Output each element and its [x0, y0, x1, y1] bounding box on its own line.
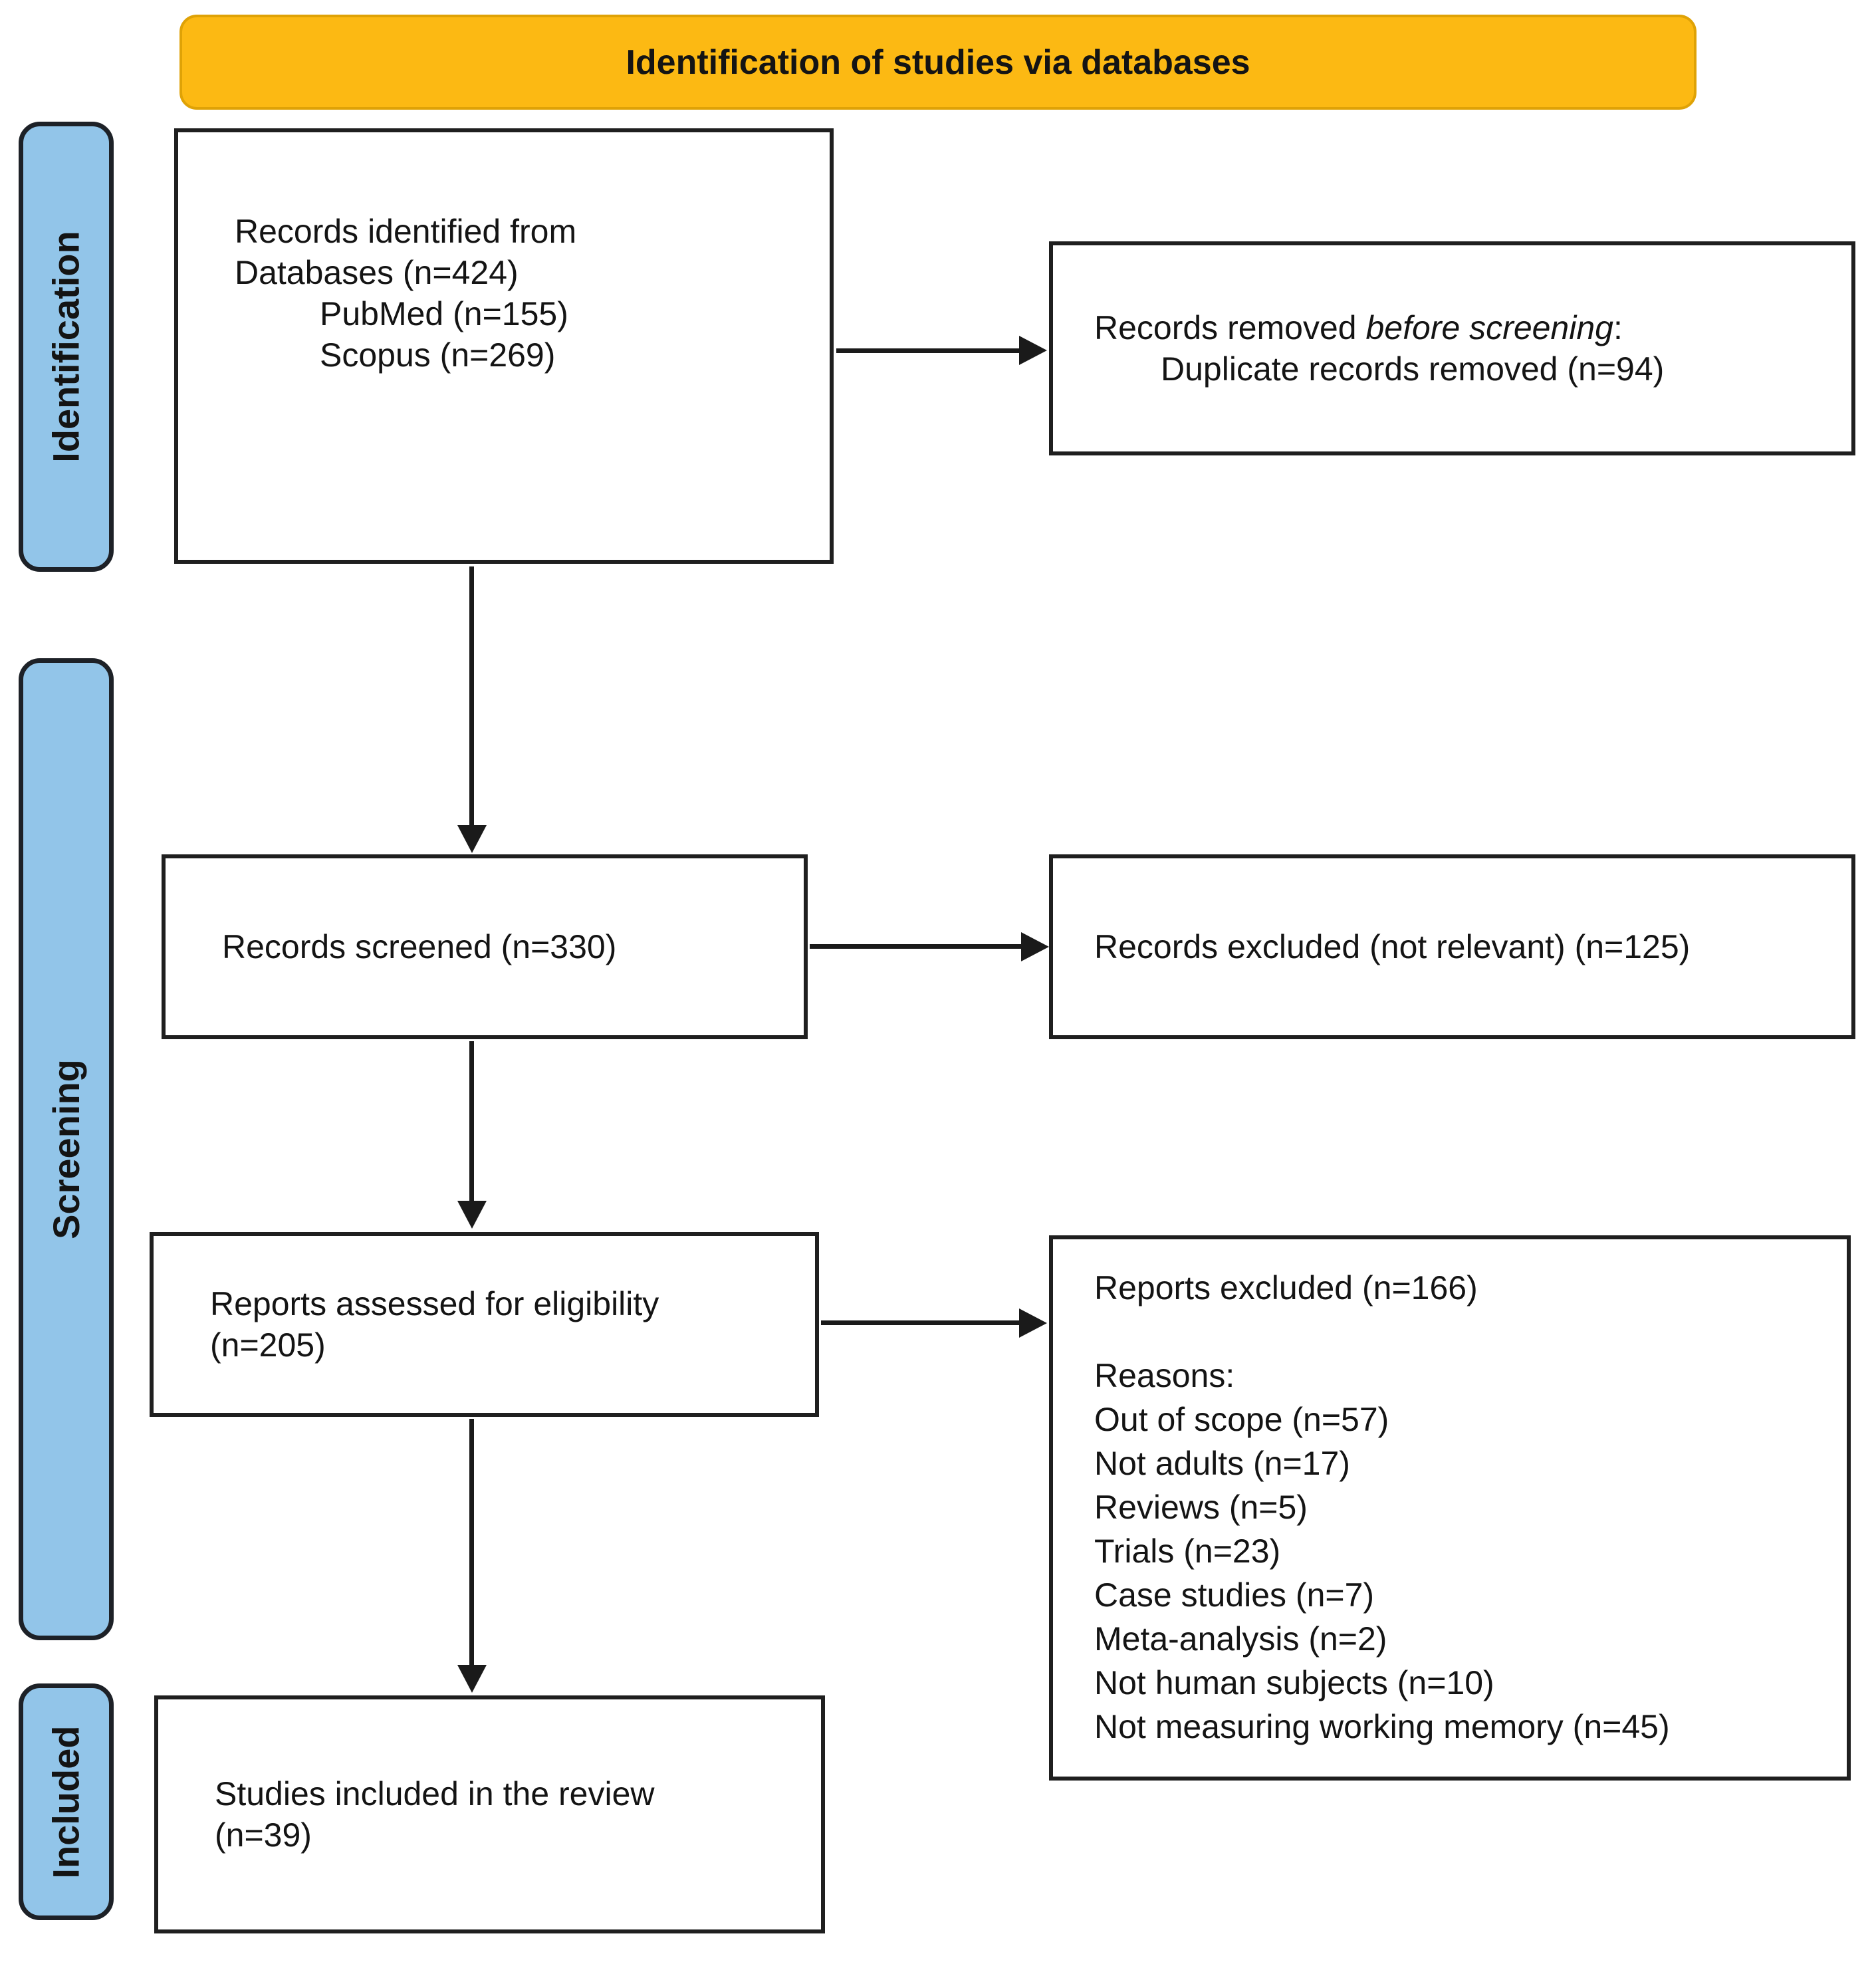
records-removed-prefix: Records removed — [1094, 309, 1366, 346]
records-removed-italic: before screening — [1365, 309, 1613, 346]
box-records-excluded: Records excluded (not relevant) (n=125) — [1049, 854, 1855, 1039]
arrow-identified-to-removed-head — [1019, 336, 1047, 365]
reports-assessed-line1: Reports assessed for eligibility — [210, 1285, 659, 1322]
box-reports-excluded: Reports excluded (n=166) Reasons: Out of… — [1049, 1235, 1851, 1781]
records-removed-duplicates: Duplicate records removed (n=94) — [1161, 350, 1665, 388]
header-title: Identification of studies via databases — [626, 43, 1250, 82]
stage-label-screening: Screening — [19, 658, 114, 1640]
box-reports-assessed: Reports assessed for eligibility (n=205) — [150, 1232, 819, 1417]
box-records-screened: Records screened (n=330) — [162, 854, 808, 1039]
arrow-screened-to-excluded-head — [1021, 932, 1049, 961]
box-records-removed: Records removed before screening: Duplic… — [1049, 241, 1855, 455]
reason-item: Trials (n=23) — [1094, 1533, 1281, 1570]
records-removed-suffix: : — [1613, 309, 1623, 346]
records-screened-text: Records screened (n=330) — [222, 928, 617, 965]
reason-item: Not human subjects (n=10) — [1094, 1664, 1494, 1701]
arrow-screened-to-assessed-line — [469, 1041, 474, 1201]
arrow-screened-to-assessed-head — [457, 1201, 487, 1229]
records-identified-line1: Records identified from — [235, 213, 577, 250]
records-identified-scopus: Scopus (n=269) — [320, 336, 556, 374]
stage-label-included-text: Included — [45, 1725, 88, 1879]
stage-label-identification-text: Identification — [45, 231, 88, 463]
reports-excluded-header: Reports excluded (n=166) — [1094, 1269, 1478, 1306]
arrow-assessed-to-excluded-head — [1019, 1308, 1047, 1338]
reason-item: Meta-analysis (n=2) — [1094, 1620, 1387, 1658]
studies-included-line1: Studies included in the review — [215, 1775, 655, 1812]
reason-item: Not measuring working memory (n=45) — [1094, 1708, 1670, 1745]
arrow-identified-to-screened-head — [457, 825, 487, 853]
reason-item: Case studies (n=7) — [1094, 1576, 1375, 1614]
reason-item: Reviews (n=5) — [1094, 1489, 1308, 1526]
reason-item: Out of scope (n=57) — [1094, 1401, 1389, 1438]
arrow-assessed-to-included-line — [469, 1419, 474, 1665]
arrow-assessed-to-included-head — [457, 1665, 487, 1693]
stage-label-included: Included — [19, 1683, 114, 1920]
box-records-identified: Records identified from Databases (n=424… — [174, 128, 834, 564]
records-identified-line2: Databases (n=424) — [235, 254, 519, 291]
studies-included-line2: (n=39) — [215, 1816, 312, 1854]
reports-excluded-reasons-label: Reasons: — [1094, 1357, 1235, 1394]
records-identified-pubmed: PubMed (n=155) — [320, 295, 568, 332]
records-excluded-text: Records excluded (not relevant) (n=125) — [1094, 928, 1691, 965]
reason-item: Not adults (n=17) — [1094, 1445, 1350, 1482]
header-banner: Identification of studies via databases — [179, 15, 1697, 110]
reports-assessed-line2: (n=205) — [210, 1326, 326, 1364]
arrow-identified-to-screened-line — [469, 566, 474, 825]
arrow-assessed-to-excluded-line — [821, 1320, 1019, 1325]
records-removed-line1: Records removed before screening: — [1094, 307, 1851, 348]
box-studies-included: Studies included in the review (n=39) — [154, 1695, 825, 1933]
stage-label-screening-text: Screening — [45, 1059, 88, 1239]
reports-excluded-spacer — [1094, 1310, 1828, 1354]
arrow-screened-to-excluded-line — [810, 944, 1021, 949]
stage-label-identification: Identification — [19, 122, 114, 572]
arrow-identified-to-removed-line — [836, 348, 1019, 353]
